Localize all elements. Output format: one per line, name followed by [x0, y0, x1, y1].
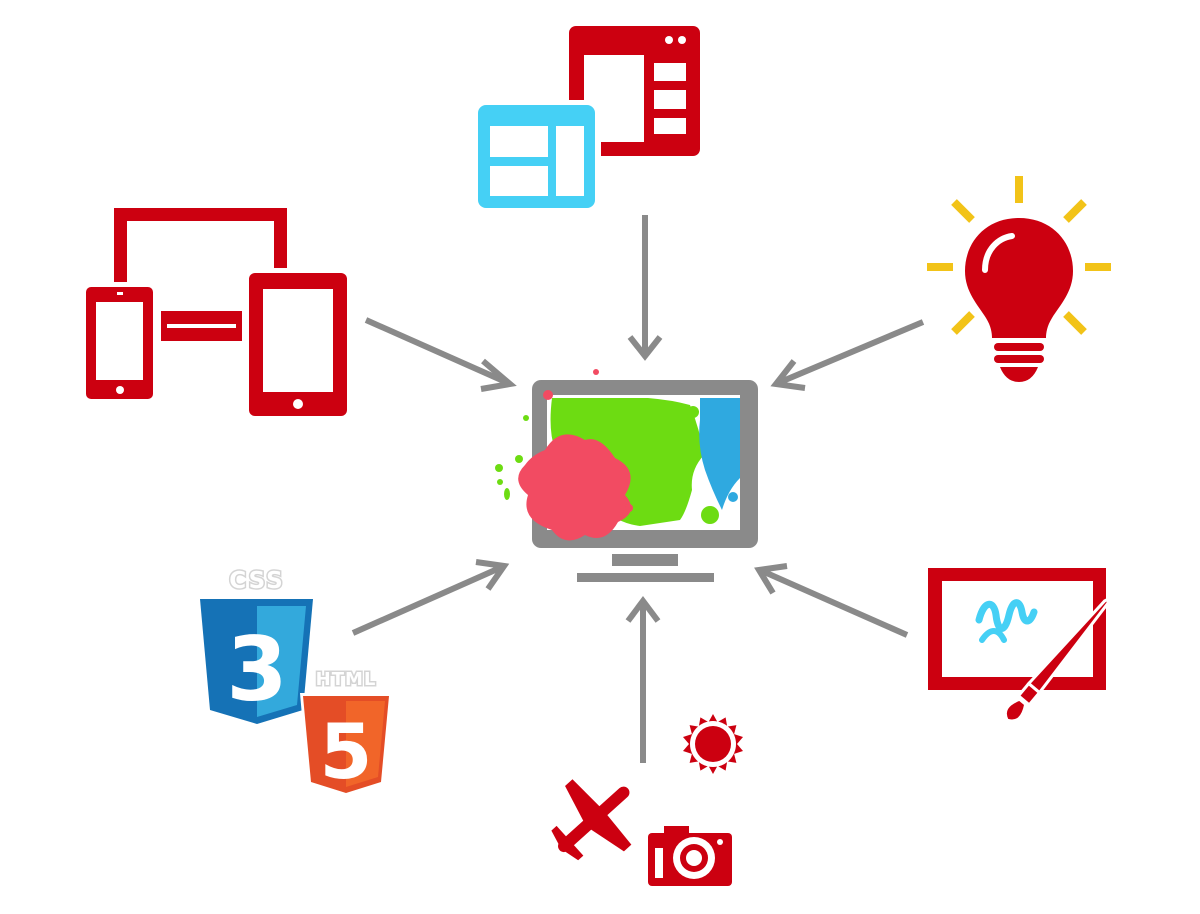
media-photo-travel-icon: [551, 714, 743, 886]
monitor-paint-splash-icon: [495, 369, 758, 582]
css-logo-number: 3: [226, 618, 287, 721]
drawing-tablet-brush-icon: [928, 568, 1110, 723]
arrow-from-bottom-right: [754, 563, 909, 638]
badge-icon: [683, 714, 743, 774]
html-logo-number: 5: [320, 707, 373, 796]
css-logo-label: CSS: [229, 568, 284, 594]
html-logo-label: HTML: [316, 669, 377, 690]
css3-html5-logos-icon: CSS 3 HTML 5: [200, 567, 392, 797]
arrow-from-top: [627, 215, 663, 361]
arrow-from-bottom-left: [351, 559, 510, 636]
airplane-icon: [551, 779, 632, 861]
camera-icon: [648, 826, 732, 886]
web-layout-windows-icon: [474, 26, 700, 212]
arrow-from-top-right: [770, 319, 925, 391]
arrows: [351, 215, 925, 763]
arrow-from-bottom: [625, 596, 661, 763]
responsive-devices-icon: [86, 208, 347, 416]
lightbulb-idea-icon: [927, 176, 1111, 382]
arrow-from-top-left: [364, 317, 517, 392]
